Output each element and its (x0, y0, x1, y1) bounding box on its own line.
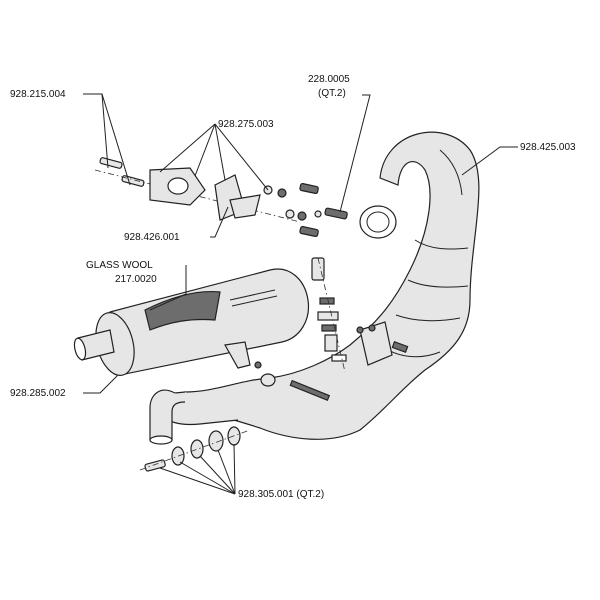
vertical-mount-stack (311, 257, 347, 373)
leader-lines (83, 93, 518, 495)
side-bolt (254, 361, 331, 402)
label-gasket-qty: (QT.2) (318, 88, 346, 99)
label-gasket: 228.0005 (308, 74, 350, 85)
mount-kit (139, 426, 251, 472)
expansion-chamber (149, 131, 480, 445)
label-bolt-set: 928.215.004 (10, 89, 66, 100)
label-pipe: 928.425.003 (520, 142, 576, 153)
silencer (73, 268, 310, 376)
part-labels: 928.215.004 928.275.003 228.0005 (QT.2) … (10, 74, 576, 500)
bracket (214, 174, 261, 221)
label-bracket: 928.426.001 (124, 232, 180, 243)
label-silencer: 928.285.002 (10, 388, 66, 399)
flange-plate (149, 167, 206, 206)
label-mount-kit: 928.305.001 (QT.2) (238, 489, 324, 500)
label-glass-wool-code: 217.0020 (115, 274, 157, 285)
mount-bracket (356, 321, 409, 366)
label-studs-nuts: 928.275.003 (218, 119, 274, 130)
label-glass-wool: GLASS WOOL (86, 260, 153, 271)
studs-springs (263, 182, 348, 238)
